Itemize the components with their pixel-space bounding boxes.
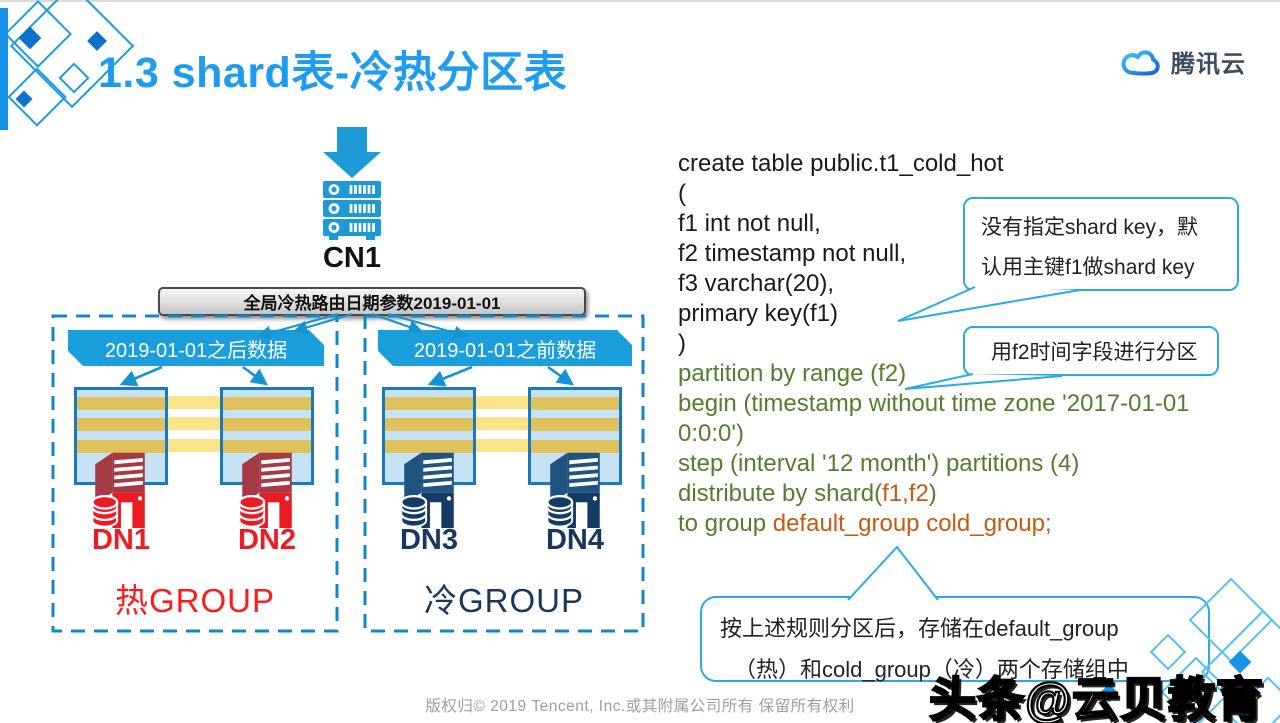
dn1-label: DN1 [91,524,150,556]
cold-data-label: 2019-01-01之前数据 [378,330,632,366]
callout-text: 没有指定shard key，默 [981,216,1199,239]
cold-group-label: 冷GROUP [423,582,584,619]
server-icon [320,180,384,242]
left-edge-bar [0,8,8,130]
replication-stripe [168,439,220,452]
hot-group-label: 热GROUP [114,582,275,619]
sql-line: f3 varchar(20), [678,270,835,297]
database-node-icon [398,448,460,528]
sql-line: ) [678,330,686,357]
callout-shard-key: 没有指定shard key，默 认用主键f1做shard key [963,197,1239,291]
tencent-cloud-icon [1121,49,1160,76]
replication-stripe [476,439,528,452]
replication-stripe [168,417,220,430]
label-to-box-arrows [119,365,575,387]
watermark: 头条@云贝教育 [928,672,1264,723]
sql-line: begin (timestamp without time zone '2017… [678,390,1190,417]
tencent-cloud-logo: 腾讯云 [1116,44,1246,79]
copyright-footer: 版权归© 2019 Tencent, Inc.或其附属公司所有 保留所有权利 [425,698,855,715]
callout-text: 按上述规则分区后，存储在default_group [720,616,1119,641]
sql-code-block: create table public.t1_cold_hot ( f1 int… [678,149,1250,539]
down-arrow-icon [323,127,381,178]
top-border-line [0,0,1280,2]
callout-storage: 按上述规则分区后，存储在default_group （热）和cold_group… [700,596,1210,682]
callout-partition: 用f2时间字段进行分区 [963,326,1219,376]
database-node-icon [544,448,606,528]
replication-stripe [476,417,528,430]
database-node-icon [236,448,298,528]
sql-line: ( [678,180,686,207]
callout-text: 用f2时间字段进行分区 [991,341,1198,364]
sql-line: create table public.t1_cold_hot [678,150,1004,177]
logo-text: 腾讯云 [1171,51,1246,78]
sql-line: f2 timestamp not null, [678,240,907,267]
dn3-label: DN3 [399,524,458,556]
sql-line: distribute by shard(f1,f2) [678,480,937,507]
database-node-icon [89,448,151,528]
cn-node-label: CN1 [322,242,381,274]
sql-line: step (interval '12 month') partitions (4… [678,450,1080,477]
sql-line: f1 int not null, [678,210,821,237]
page-title: 1.3 shard表-冷热分区表 [98,49,568,97]
router-banner: 全局冷热路由日期参数2019-01-01 [158,287,586,316]
replication-stripe [476,396,528,409]
hot-data-label: 2019-01-01之后数据 [68,330,324,366]
diamond-decoration-filled [15,26,107,108]
dn4-label: DN4 [545,524,604,556]
callout-text: （热）和cold_group（冷）两个存储组中 [734,657,1129,682]
dn2-label: DN2 [237,524,296,556]
sql-line: partition by range (f2) [678,360,907,387]
sql-line: to group default_group cold_group; [678,510,1052,537]
callout-text: 认用主键f1做shard key [981,256,1195,279]
sql-line: primary key(f1) [678,300,839,327]
replication-stripe [168,396,220,409]
sql-line: 0:0:0') [678,420,744,447]
